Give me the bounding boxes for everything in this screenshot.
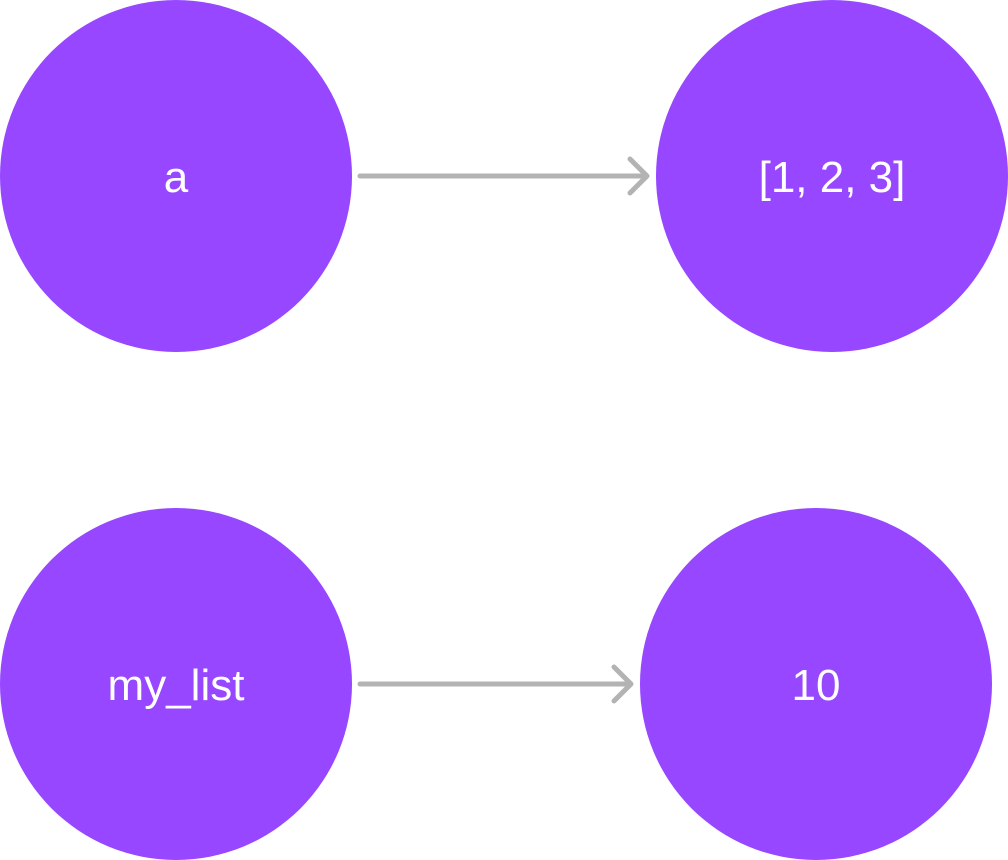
node-my-list: my_list [0, 508, 352, 860]
arrow-mylist-to-ten-head [611, 664, 634, 704]
node-a-label: a [163, 153, 189, 202]
node-ten: 10 [640, 508, 992, 860]
node-my-list-label: my_list [107, 661, 245, 710]
node-list-value-label: [1, 2, 3] [758, 153, 906, 202]
arrow-a-to-list-head [627, 156, 650, 196]
node-ten-label: 10 [791, 661, 841, 710]
arrow-a-to-list [357, 156, 650, 196]
node-a: a [0, 0, 352, 352]
node-list-value: [1, 2, 3] [656, 0, 1008, 352]
arrow-mylist-to-ten [357, 664, 634, 704]
